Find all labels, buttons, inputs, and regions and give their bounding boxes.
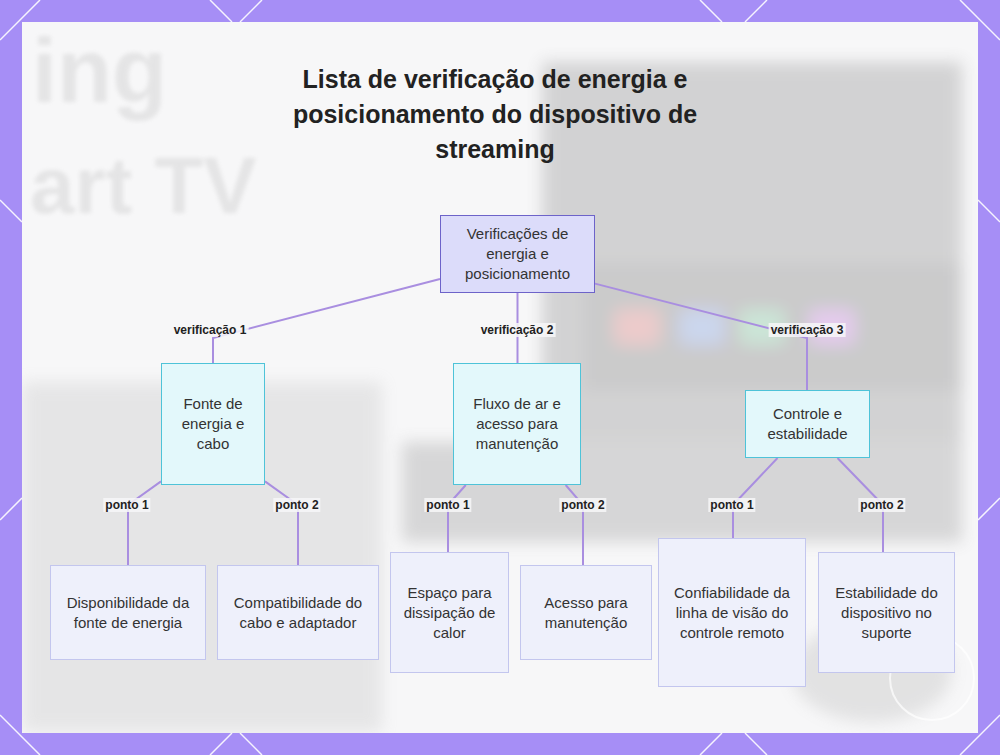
item-box: Estabilidade do dispositivo no suporte (818, 552, 955, 673)
node-text: Fonte de energia e cabo (168, 394, 258, 454)
root-box: Verificações de energia e posicionamento (440, 215, 595, 293)
watermark-text: art TV (30, 140, 257, 232)
diagram-title: Lista de verificação de energia e posici… (240, 62, 750, 167)
item-box: Compatibilidade do cabo e adaptador (217, 565, 379, 660)
edge-label: verificação 1 (172, 323, 249, 337)
connector-line (213, 279, 440, 363)
connector-line (448, 485, 466, 552)
node-text: Acesso para manutenção (527, 593, 645, 633)
node-text-group: Confiabilidade da linha de visão do cont… (665, 583, 799, 643)
node-text: Estabilidade do dispositivo no suporte (825, 583, 948, 643)
node-text: Disponibilidade da fonte de energia (57, 593, 199, 633)
node-text: Verificações de energia e posicionamento (447, 224, 588, 284)
node-text-group: Controle e estabilidade (752, 404, 863, 444)
edge-label: verificação 2 (479, 323, 556, 337)
connector-line (265, 481, 298, 565)
node-text: Confiabilidade da linha de visão do cont… (665, 583, 799, 643)
edge-label: ponto 2 (273, 498, 320, 512)
node-text: Espaço para dissipação de calor (397, 583, 502, 643)
node-text: Fluxo de ar e acesso para manutenção (460, 394, 574, 454)
category-box: Fonte de energia e cabo (161, 363, 265, 485)
node-text-group: Espaço para dissipação de calor (397, 583, 502, 643)
item-box: Confiabilidade da linha de visão do cont… (658, 538, 806, 687)
node-text-group: Acesso para manutenção (527, 593, 645, 633)
item-box: Disponibilidade da fonte de energia (50, 565, 206, 660)
connector-line (128, 481, 161, 565)
node-text-group: Disponibilidade da fonte de energia (57, 593, 199, 633)
connector-line (566, 485, 583, 565)
category-box: Controle e estabilidade (745, 390, 870, 458)
item-box: Acesso para manutenção (520, 565, 652, 660)
edge-label: ponto 1 (708, 498, 755, 512)
item-box: Espaço para dissipação de calor (390, 552, 509, 673)
node-text-group: Estabilidade do dispositivo no suporte (825, 583, 948, 643)
node-text: Controle e estabilidade (752, 404, 863, 444)
node-text-group: Fluxo de ar e acesso para manutenção (460, 394, 574, 454)
watermark-text: ing (32, 20, 167, 123)
edge-label: verificação 3 (769, 323, 846, 337)
node-text-group: Compatibilidade do cabo e adaptador (224, 593, 372, 633)
edge-label: ponto 1 (424, 498, 471, 512)
edge-label: ponto 2 (559, 498, 606, 512)
node-text: Compatibilidade do cabo e adaptador (224, 593, 372, 633)
node-text-group: Verificações de energia e posicionamento (447, 224, 588, 284)
node-text-group: Fonte de energia e cabo (168, 394, 258, 454)
edge-label: ponto 2 (858, 498, 905, 512)
edge-label: ponto 1 (103, 498, 150, 512)
category-box: Fluxo de ar e acesso para manutenção (453, 363, 581, 485)
